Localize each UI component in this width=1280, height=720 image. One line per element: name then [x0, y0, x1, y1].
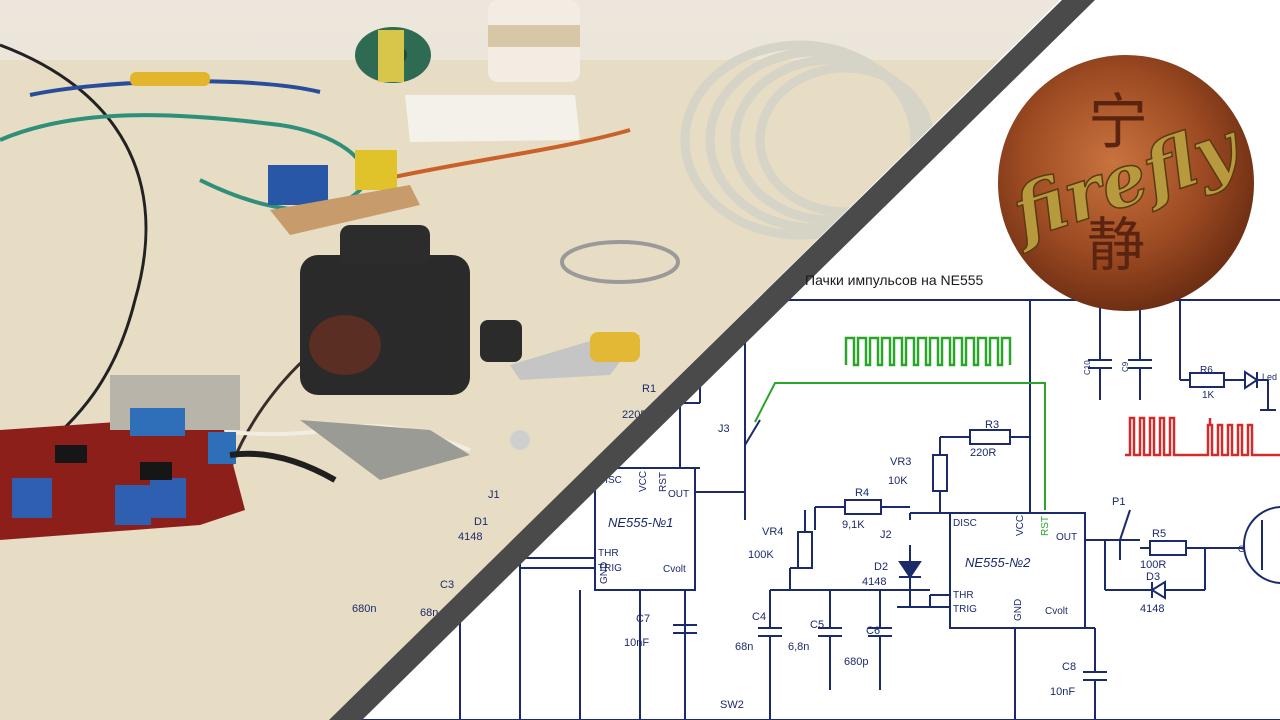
chip2-vcc: VCC: [1015, 515, 1026, 536]
r6-ref: R6: [1200, 365, 1213, 376]
r4-value: 9,1K: [842, 519, 865, 531]
c9-ref: C9: [1121, 361, 1130, 372]
c7-value: 10nF: [624, 637, 649, 649]
c4-ref: C4: [752, 611, 766, 623]
logo-glyph-top: 宁: [1088, 88, 1148, 158]
c5-ref: C5: [810, 619, 824, 631]
c8-ref: C8: [1062, 661, 1076, 673]
chip1-rst: RST: [658, 472, 669, 492]
chip1-vcc: VCC: [638, 471, 649, 492]
c4-value: 68n: [735, 641, 753, 653]
vr4-value: 100K: [748, 549, 774, 561]
led-label: Led: [1262, 372, 1277, 382]
c8-value: 10nF: [1050, 686, 1075, 698]
sw2-ref: SW2: [720, 699, 744, 711]
d1-value: 4148: [458, 531, 482, 543]
chip2-trig: TRIG: [953, 604, 977, 615]
chip2-cvolt: Cvolt: [1045, 606, 1068, 617]
vr4-ref: VR4: [762, 526, 783, 538]
c2-value: 680n: [352, 603, 376, 615]
chip2-gnd: GND: [1013, 599, 1024, 621]
p1-ref: P1: [1112, 496, 1125, 508]
chip1-out: OUT: [668, 489, 689, 500]
d3-value: 4148: [1140, 603, 1164, 615]
d2-ref: D2: [874, 561, 888, 573]
chip1-gnd: GND: [599, 562, 610, 584]
logo-glyph-bottom: 静: [1087, 211, 1145, 279]
c6-ref: C6: [866, 625, 880, 637]
schematic-title: Пачки импульсов на NE555: [805, 272, 984, 288]
j2-ref: J2: [880, 529, 892, 541]
d1-ref: D1: [474, 516, 488, 528]
r4-ref: R4: [855, 487, 869, 499]
r5-value: 100R: [1140, 559, 1166, 571]
c10-ref: C10: [1083, 360, 1092, 375]
r6-value: 1K: [1202, 390, 1215, 401]
d3-ref: D3: [1146, 571, 1160, 583]
j3-ref: J3: [718, 423, 730, 435]
chip1-trig: TRIG: [598, 563, 622, 574]
c3-value: 68n: [420, 607, 438, 619]
chip2-name: NE555-№2: [965, 555, 1031, 570]
chip1-cvolt: Cvolt: [663, 564, 686, 575]
c5-value: 6,8n: [788, 641, 809, 653]
vr3-ref: VR3: [890, 456, 911, 468]
j1-ref: J1: [488, 489, 500, 501]
chip1-name: NE555-№1: [608, 515, 673, 530]
chip1-thr: THR: [598, 548, 619, 559]
c3-ref: C3: [440, 579, 454, 591]
firefly-logo: 宁 静 firefly: [998, 55, 1254, 311]
d2-value: 4148: [862, 576, 886, 588]
vr3-value: 10K: [888, 475, 908, 487]
c6-value: 680p: [844, 656, 868, 668]
r3-ref: R3: [985, 419, 999, 431]
r1-ref: R1: [642, 383, 656, 395]
gate-label: G: [1238, 544, 1245, 554]
chip2-disc: DISC: [953, 518, 977, 529]
r3-value: 220R: [970, 447, 996, 459]
c7-ref: C7: [636, 613, 650, 625]
chip2-thr: THR: [953, 590, 974, 601]
chip2-out: OUT: [1056, 532, 1077, 543]
chip1-disc: DISC: [598, 475, 622, 486]
chip2-rst: RST: [1040, 516, 1051, 536]
r5-ref: R5: [1152, 528, 1166, 540]
